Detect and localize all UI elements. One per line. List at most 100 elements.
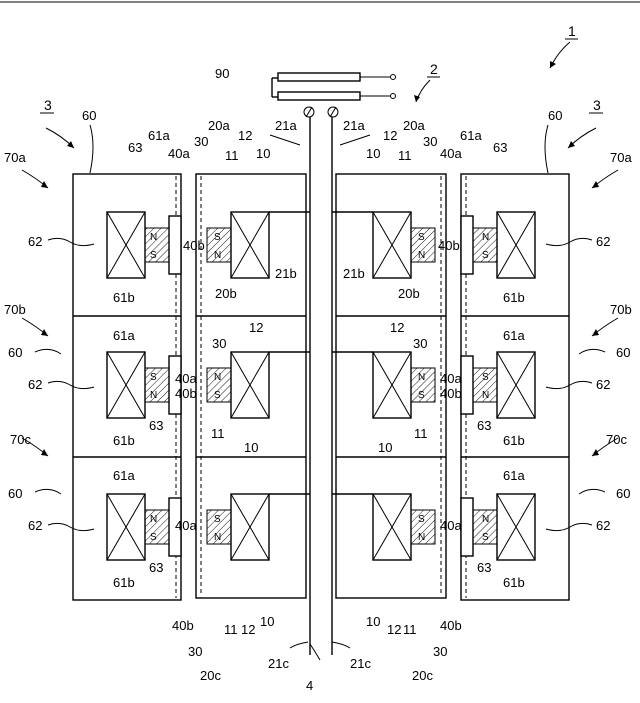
pole-label: N — [482, 232, 489, 243]
stator-coil-right — [497, 212, 535, 560]
magnet-s-label: 63 — [477, 418, 491, 433]
unit-label-left: 3 — [44, 97, 52, 113]
pole-label: S — [214, 390, 221, 401]
winding-label: 10 — [260, 614, 274, 629]
pole-label: N — [214, 250, 221, 261]
face-b-label: 40b — [172, 618, 194, 633]
device-90 — [272, 73, 396, 117]
coil-s-label: 62 — [28, 377, 42, 392]
magnet-s-label: 63 — [149, 560, 163, 575]
face-a-label: 40a — [440, 371, 462, 386]
pole-label: S — [482, 250, 489, 261]
pole-label: N — [214, 372, 221, 383]
yoke-b-label: 61b — [503, 575, 525, 590]
yoke-b-label: 61b — [113, 575, 135, 590]
plate-a-label: 21a — [343, 118, 365, 133]
coil-s-label: 62 — [596, 377, 610, 392]
plate-c-label: 21c — [268, 656, 289, 671]
yoke-b-label: 61b — [503, 433, 525, 448]
stator-a-label: 70a — [4, 150, 26, 165]
pole-label: S — [214, 232, 221, 243]
winding-label: 10 — [366, 614, 380, 629]
pole-label: N — [150, 232, 157, 243]
core-r-label: 30 — [194, 134, 208, 149]
pole-label: N — [418, 250, 425, 261]
winding-label: 10 — [256, 146, 270, 161]
core-r-label: 30 — [212, 336, 226, 351]
right-stator — [461, 174, 569, 600]
coil-r-label: 12 — [383, 128, 397, 143]
stator-b-label: 70b — [4, 302, 26, 317]
pole-label: S — [150, 250, 157, 261]
magnet-r-label: 11 — [414, 426, 428, 441]
rotor-a-label: 20a — [403, 118, 425, 133]
core-r-label: 30 — [423, 134, 437, 149]
coil-s-label: 62 — [596, 234, 610, 249]
right-rotor — [332, 174, 446, 598]
magnet-s-label: 63 — [128, 140, 142, 155]
magnet-r-label: 11 — [398, 148, 412, 163]
face-a-label: 40a — [175, 371, 197, 386]
yoke-a-label: 61a — [503, 328, 525, 343]
yoke-a-label: 61a — [113, 468, 135, 483]
shaft — [310, 117, 332, 655]
stator-c-label: 70c — [10, 432, 31, 447]
yoke-b-label: 61b — [503, 290, 525, 305]
core-r-label: 30 — [413, 336, 427, 351]
face-a-label: 40a — [440, 518, 462, 533]
rotor-c-label: 20c — [200, 668, 221, 683]
rotor-coil-right — [373, 212, 411, 560]
winding-label: 10 — [366, 146, 380, 161]
magnet-s-label: 63 — [493, 140, 507, 155]
pole-label: N — [150, 390, 157, 401]
pole-label: N — [482, 390, 489, 401]
face-b-label: 40b — [175, 386, 197, 401]
yoke-a-label: 61a — [460, 128, 482, 143]
face-b-label: 40b — [440, 618, 462, 633]
pole-label: N — [418, 532, 425, 543]
magnet-r-label: 11 — [403, 622, 417, 637]
face-a-label: 40a — [175, 518, 197, 533]
pole-label: S — [418, 390, 425, 401]
pole-label: S — [482, 532, 489, 543]
yoke-a-label: 61a — [503, 468, 525, 483]
stator-a-label: 70a — [610, 150, 632, 165]
stator-b-label: 70b — [610, 302, 632, 317]
core-label: 60 — [616, 486, 630, 501]
pole-label: S — [418, 514, 425, 525]
rotor-b-label: 20b — [398, 286, 420, 301]
magnet-r-label: 11 — [224, 622, 238, 637]
pole-label: S — [150, 532, 157, 543]
face-b-label: 40b — [438, 238, 460, 253]
pole-label: N — [482, 514, 489, 525]
plate-a-label: 21a — [275, 118, 297, 133]
winding-label: 10 — [244, 440, 258, 455]
plate-b-label: 21b — [343, 266, 365, 281]
magnet-s-label: 63 — [149, 418, 163, 433]
coil-r-label: 12 — [249, 320, 263, 335]
core-r-label: 30 — [433, 644, 447, 659]
stator-coil-left — [107, 212, 145, 560]
magnet-r-label: 11 — [225, 148, 239, 163]
yoke-a-label: 61a — [113, 328, 135, 343]
pole-label: S — [418, 232, 425, 243]
core-label: 60 — [548, 108, 562, 123]
shaft-label: 4 — [306, 678, 313, 693]
coil-r-label: 12 — [387, 622, 401, 637]
pole-label: N — [150, 514, 157, 525]
coil-r-label: 12 — [390, 320, 404, 335]
yoke-a-label: 61a — [148, 128, 170, 143]
core-r-label: 30 — [188, 644, 202, 659]
coil-s-label: 62 — [596, 518, 610, 533]
coil-s-label: 62 — [28, 234, 42, 249]
plate-c-label: 21c — [350, 656, 371, 671]
unit-label-right: 3 — [593, 97, 601, 113]
plate-b-label: 21b — [275, 266, 297, 281]
core-label: 60 — [82, 108, 96, 123]
yoke-b-label: 61b — [113, 290, 135, 305]
magnet-s-label: 63 — [477, 560, 491, 575]
assembly-label: 2 — [430, 61, 438, 77]
core-label: 60 — [616, 345, 630, 360]
magnet-r-label: 11 — [211, 426, 225, 441]
